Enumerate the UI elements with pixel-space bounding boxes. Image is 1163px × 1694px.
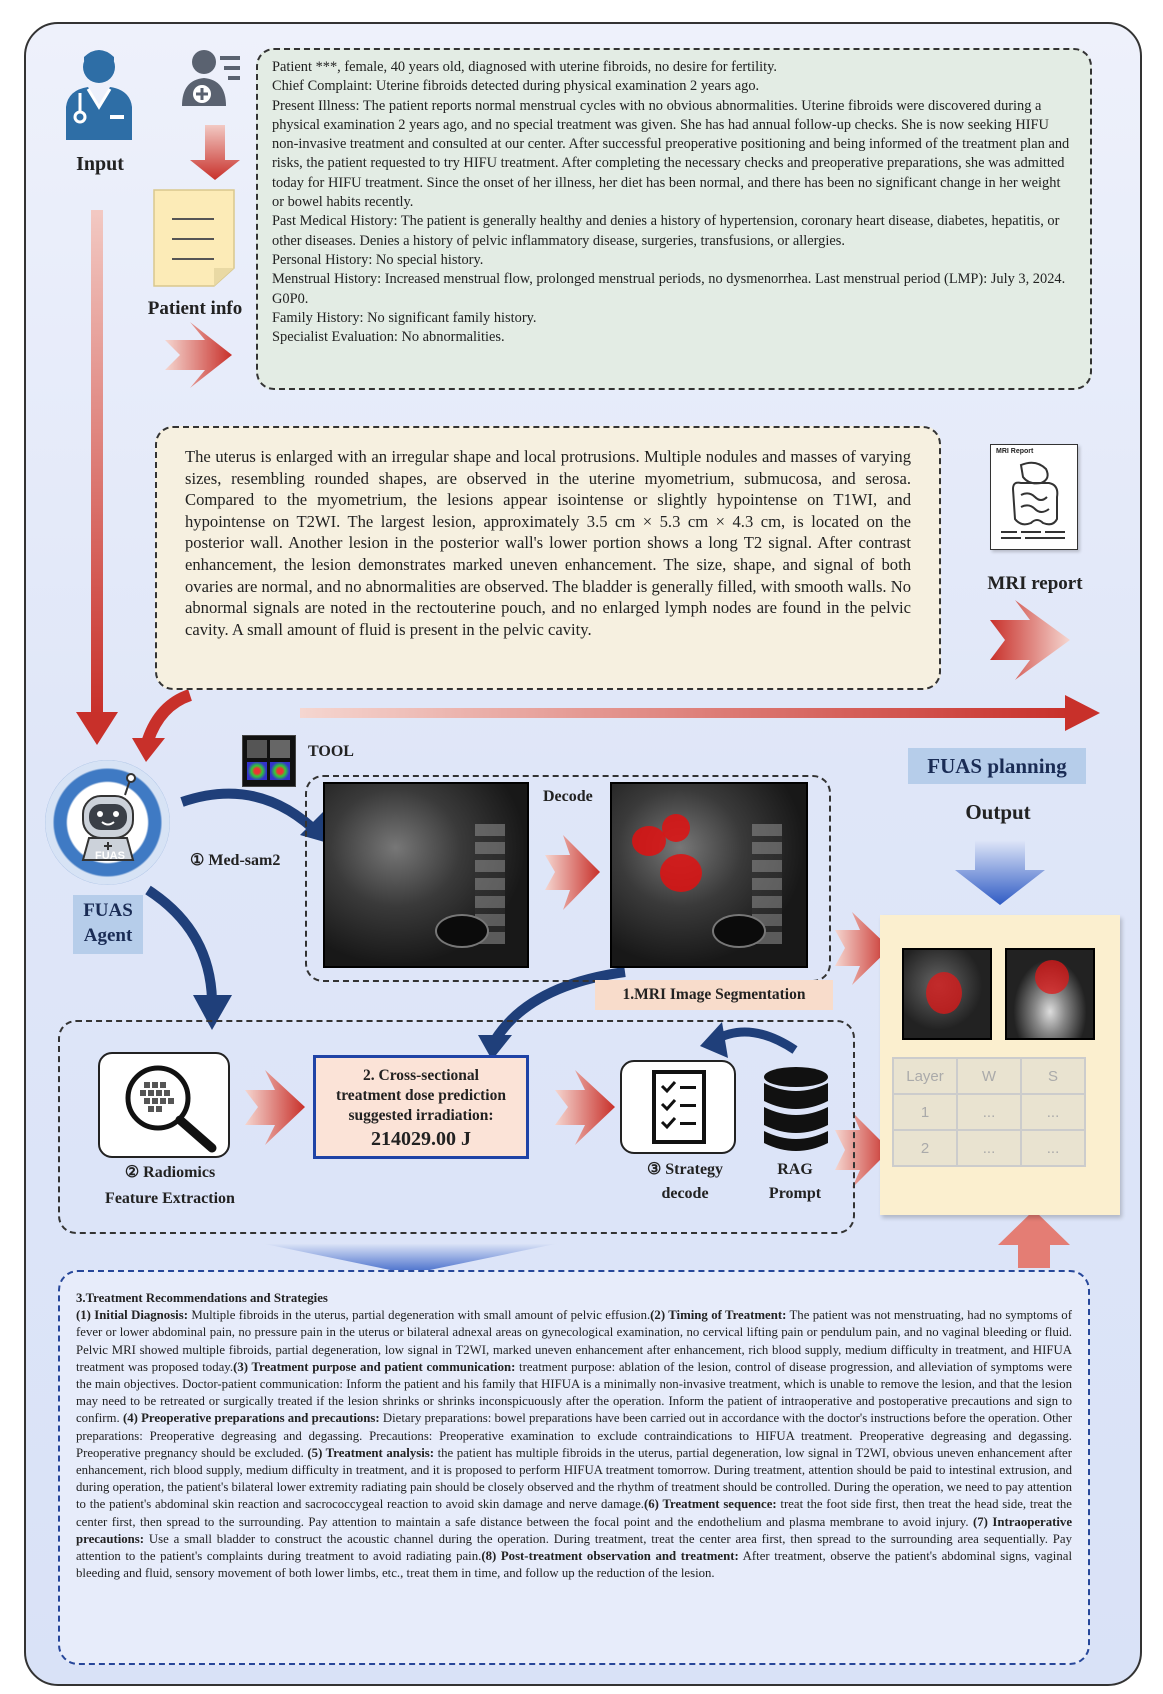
intestine-icon	[1001, 461, 1065, 539]
doctor-icon	[66, 50, 132, 140]
strategy-label: ③ Strategy decode	[630, 1158, 740, 1206]
patient-line: Menstrual History: Increased menstrual f…	[272, 271, 1066, 307]
patient-line: Specialist Evaluation: No abnormalities.	[272, 329, 505, 346]
radiomics-line2: Feature Extraction	[105, 1190, 235, 1207]
mri-report-text: The uterus is enlarged with an irregular…	[155, 426, 941, 690]
magnifier-icon	[125, 1065, 217, 1153]
radiomics-label: ② Radiomics Feature Extraction	[100, 1160, 240, 1212]
rec-heading: (2) Timing of Treatment:	[650, 1308, 787, 1323]
strategy-line2: decode	[661, 1185, 709, 1202]
rec-text: the patient has multiple fibroids in the…	[76, 1445, 1072, 1512]
table-cell: 1	[892, 1093, 958, 1131]
patient-line: Past Medical History: The patient is gen…	[272, 213, 1060, 249]
fuas-agent-line2: Agent	[83, 925, 133, 946]
rec-text: Use a small bladder to construct the aco…	[76, 1531, 1072, 1564]
table-cell: ...	[956, 1093, 1022, 1131]
page-curl	[1080, 1175, 1120, 1215]
tool-icon	[242, 735, 296, 787]
output-label: Output	[965, 800, 1031, 824]
radiomics-icon-box	[98, 1052, 230, 1158]
dose-line2: treatment dose prediction	[336, 1087, 506, 1104]
dose-line1: 2. Cross-sectional	[363, 1067, 479, 1084]
fuas-planning-label: FUAS planning	[908, 748, 1086, 784]
rec-heading: (8) Post-treatment observation and treat…	[481, 1549, 739, 1564]
pipeline-box	[58, 1020, 855, 1234]
table-header: Layer	[892, 1057, 958, 1095]
patient-line: Patient ***, female, 40 years old, diagn…	[272, 59, 778, 75]
database-icon	[764, 1067, 828, 1151]
input-label: Input	[76, 153, 124, 175]
mri-image-original	[323, 782, 529, 968]
med-sam2-label: ① Med-sam2	[190, 852, 281, 869]
rec-heading: (7) Intraoperative precautions:	[76, 1514, 1072, 1546]
output-image-2	[1005, 948, 1095, 1040]
dose-value: 214029.00 J	[371, 1128, 471, 1150]
fuas-agent-label: FUAS Agent	[73, 895, 143, 954]
patient-line: Chief Complaint: Uterine fibroids detect…	[272, 78, 760, 95]
dose-line3: suggested irradiation:	[348, 1107, 494, 1124]
tool-label: TOOL	[308, 743, 354, 760]
input-down-arrow	[91, 210, 103, 715]
recommendations-body: (1) Initial Diagnosis: Multiple fibroids…	[76, 1307, 1072, 1582]
patient-info-text: Patient ***, female, 40 years old, diagn…	[256, 48, 1092, 390]
strategy-line1: ③ Strategy	[646, 1161, 724, 1178]
table-header: S	[1020, 1057, 1086, 1095]
doc-arrow	[190, 125, 240, 180]
checklist-icon	[652, 1070, 706, 1144]
patient-info-label: Patient info	[147, 298, 243, 319]
table-cell: ...	[1020, 1129, 1086, 1167]
add-patient-icon	[182, 50, 240, 106]
rec-text: treat the foot side first, then treat th…	[76, 1497, 1072, 1529]
robot-badge-text: FUAS	[95, 850, 125, 862]
output-plan-document: Layer W S 1 ... ... 2 ... ...	[880, 915, 1120, 1215]
segmentation-box	[305, 775, 831, 982]
rec-text: treatment purpose: ablation of the lesio…	[76, 1359, 1072, 1426]
table-cell: ...	[956, 1129, 1022, 1167]
document-icon	[153, 189, 235, 287]
mri-report-icon: MRI Report	[990, 444, 1078, 550]
rec-heading: (1) Initial Diagnosis:	[76, 1308, 188, 1323]
dose-prediction-box: 2. Cross-sectional treatment dose predic…	[313, 1055, 529, 1159]
rec-text: Dietary preparations: bowel preparations…	[76, 1411, 1072, 1460]
mri-segmentation-label: 1.MRI Image Segmentation	[595, 980, 833, 1010]
strategy-icon-box	[620, 1060, 736, 1154]
table-header: W	[956, 1057, 1022, 1095]
rag-line2: Prompt	[768, 1185, 822, 1202]
rec-heading: (3) Treatment purpose and patient commun…	[233, 1359, 516, 1374]
patient-arrow	[165, 322, 232, 388]
radiomics-line1: ② Radiomics	[124, 1164, 216, 1181]
mri-report-label: MRI report	[987, 573, 1083, 594]
recommendations-title: 3.Treatment Recommendations and Strategi…	[76, 1291, 328, 1305]
fuas-agent-line1: FUAS	[83, 900, 133, 921]
rec-text: Multiple fibroids in the uterus, partial…	[187, 1308, 651, 1323]
rag-line1: RAG	[777, 1161, 813, 1178]
fuas-agent-avatar: FUAS	[45, 760, 170, 885]
decode-label: Decode	[543, 788, 593, 805]
rec-heading: (5) Treatment analysis:	[307, 1445, 434, 1460]
rag-label: RAG Prompt	[755, 1158, 835, 1206]
output-image-1	[902, 948, 992, 1040]
patient-line: Personal History: No special history.	[272, 251, 484, 268]
mri-report-icon-title: MRI Report	[996, 448, 1034, 455]
output-table: Layer W S 1 ... ... 2 ... ...	[892, 1057, 1086, 1167]
robot-icon	[81, 773, 136, 861]
mri-arrow	[990, 600, 1070, 680]
recommendations-box: 3.Treatment Recommendations and Strategi…	[58, 1270, 1090, 1665]
patient-line: Family History: No significant family hi…	[272, 309, 537, 326]
rec-text: The patient was not menstruating, had no…	[76, 1308, 1072, 1374]
table-cell: 2	[892, 1129, 958, 1167]
table-cell: ...	[1020, 1093, 1086, 1131]
planning-arrow	[300, 708, 1070, 718]
rec-heading: (4) Preoperative preparations and precau…	[122, 1411, 380, 1426]
patient-line: Present Illness: The patient reports nor…	[272, 97, 1070, 211]
rec-text: After treatment, observe the patient's a…	[76, 1549, 1072, 1581]
rec-heading: (6) Treatment sequence:	[644, 1497, 777, 1512]
mri-image-segmented	[610, 782, 808, 968]
